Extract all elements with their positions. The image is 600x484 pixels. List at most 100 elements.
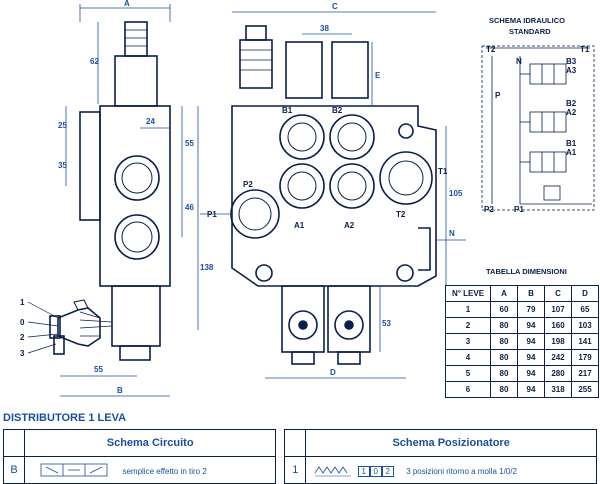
dimension-table-title: TABELLA DIMENSIONI	[486, 267, 567, 276]
table-cell: 255	[571, 381, 599, 398]
blank-cell	[284, 429, 307, 457]
front-body	[231, 105, 437, 287]
table-cell: 280	[544, 365, 572, 382]
side-port-lower	[114, 214, 160, 260]
side-port-upper	[114, 155, 160, 201]
table-row: 1 60 79 107 65	[445, 301, 599, 318]
scheme-B1: B1	[566, 139, 577, 148]
circuit-cell: semplice effetto in tiro 2	[23, 456, 277, 484]
scheme-B3: B3	[566, 57, 577, 66]
front-spools	[281, 285, 371, 365]
scheme-title-line2: STANDARD	[509, 27, 551, 36]
scheme-table: Schema Circuito Schema Posizionatore B s…	[3, 429, 597, 484]
dim-46: 46	[185, 203, 194, 212]
table-cell: 107	[544, 301, 572, 318]
table-cell: 80	[490, 381, 518, 398]
table-cell: 5	[445, 365, 491, 382]
port-T2: T2	[396, 210, 406, 219]
positioner-description: 3 posizioni ritorno a molla 1/0/2	[406, 467, 517, 477]
table-cell: 60	[490, 301, 518, 318]
dim-24: 24	[146, 117, 155, 126]
side-left-flange	[79, 111, 101, 221]
table-cell: 79	[517, 301, 545, 318]
port-A1: A1	[294, 221, 305, 230]
lever-pos-0: 0	[20, 318, 25, 327]
scheme-B2: B2	[566, 99, 577, 108]
dim-53: 53	[382, 319, 391, 328]
table-cell: 4	[445, 349, 491, 366]
scheme-P: P	[495, 91, 501, 100]
side-cap	[114, 55, 158, 107]
port-P2: P2	[243, 180, 253, 189]
dim-B: B	[117, 386, 123, 395]
front-ports	[230, 114, 433, 282]
circuit-code: B	[3, 456, 25, 484]
table-cell: 242	[544, 349, 572, 366]
header-cell: N° LEVE	[445, 285, 491, 302]
technical-drawing: A 62 25 35 24 55 46 138 55 B C 38 E 105 …	[20, 0, 595, 397]
table-cell: 179	[571, 349, 599, 366]
table-cell: 80	[490, 349, 518, 366]
table-cell: 80	[490, 317, 518, 334]
scheme-T1: T1	[580, 45, 590, 54]
header-cell: C	[544, 285, 572, 302]
table-cell: 318	[544, 381, 572, 398]
table-cell: 94	[517, 317, 545, 334]
dim-D: D	[330, 368, 336, 377]
dim-55-bottom: 55	[94, 365, 103, 374]
positioner-box-0: 0	[369, 466, 382, 478]
dim-25: 25	[58, 121, 67, 130]
dim-105: 105	[449, 189, 463, 198]
scheme-title-line1: SCHEMA IDRAULICO	[489, 16, 565, 25]
hydraulic-scheme: SCHEMA IDRAULICO STANDARD T2 T1 N B3 A3 …	[481, 16, 595, 214]
header-cell: D	[571, 285, 599, 302]
front-right-fitting	[418, 227, 431, 271]
circuit-header: Schema Circuito	[23, 429, 277, 457]
spring-symbol	[314, 466, 352, 477]
table-row: 2 80 94 160 103	[445, 317, 599, 334]
table-cell: 1	[445, 301, 491, 318]
table-header-row: N° LEVE A B C D	[445, 285, 599, 302]
dim-C: C	[332, 2, 338, 11]
dim-55-top: 55	[185, 139, 194, 148]
circuit-symbol	[40, 463, 108, 477]
positioner-code: 1	[284, 456, 307, 484]
port-P1: P1	[207, 210, 217, 219]
scheme-A2: A2	[566, 108, 577, 117]
scheme-P2: P2	[484, 205, 494, 214]
dim-A: A	[124, 0, 130, 8]
dimension-table: N° LEVE A B C D 1 60 79 107 65 2 80 94 1…	[445, 285, 599, 398]
distributor-title: DISTRIBUTORE 1 LEVA	[3, 412, 127, 424]
lever-pos-2: 2	[20, 333, 25, 342]
blank-cell	[3, 429, 25, 457]
table-row: 3 80 94 198 141	[445, 333, 599, 350]
scheme-A3: A3	[566, 66, 577, 75]
positioner-box-1: 1	[357, 466, 370, 478]
side-top-fitting	[124, 21, 148, 57]
scheme-N: N	[516, 57, 522, 66]
lever-assembly	[49, 299, 113, 355]
table-cell: 103	[571, 317, 599, 334]
dim-38: 38	[320, 24, 329, 33]
table-cell: 160	[544, 317, 572, 334]
table-cell: 141	[571, 333, 599, 350]
circuit-description: semplice effetto in tiro 2	[122, 467, 207, 476]
lever-pos-1: 1	[20, 298, 25, 307]
table-cell: 6	[445, 381, 491, 398]
table-cell: 80	[490, 365, 518, 382]
scheme-A1: A1	[566, 148, 577, 157]
dim-62: 62	[90, 57, 99, 66]
scheme-header-row: Schema Circuito Schema Posizionatore	[3, 429, 597, 457]
port-T1: T1	[438, 167, 448, 176]
table-cell: 198	[544, 333, 572, 350]
positioner-box-2: 2	[381, 466, 394, 478]
front-fittings	[239, 25, 369, 99]
dim-N: N	[449, 229, 455, 238]
table-cell: 94	[517, 381, 545, 398]
port-A2: A2	[344, 221, 355, 230]
table-cell: 80	[490, 333, 518, 350]
table-row: 4 80 94 242 179	[445, 349, 599, 366]
port-B2: B2	[332, 106, 343, 115]
